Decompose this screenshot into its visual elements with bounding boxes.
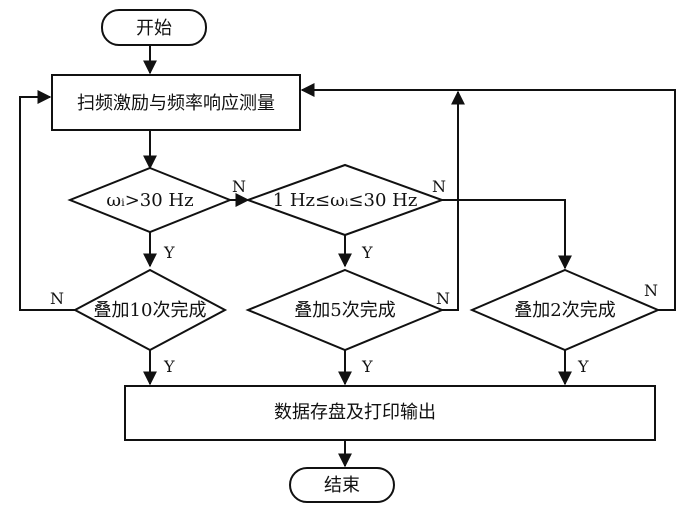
decision-stack-5-label: 叠加5次完成 — [294, 300, 395, 321]
label-no-stack10: N — [50, 289, 64, 308]
decision-stack-5: 叠加5次完成 — [245, 268, 445, 352]
decision-mid-freq: 1 Hz≤ωᵢ≤30 Hz — [245, 163, 445, 237]
start-label: 开始 — [136, 18, 172, 39]
connectors — [19, 45, 676, 468]
branch-labels: N N Y Y N N N Y Y Y — [50, 177, 658, 376]
label-yes-mid: Y — [361, 243, 373, 262]
decision-stack-2-label: 叠加2次完成 — [514, 300, 615, 321]
decision-stack-2: 叠加2次完成 — [469, 268, 661, 352]
label-no-high: N — [232, 177, 246, 196]
label-yes-high: Y — [163, 243, 175, 262]
label-no-mid: N — [432, 177, 446, 196]
end-label: 结束 — [324, 475, 360, 496]
measure-node: 扫频激励与频率响应测量 — [51, 74, 301, 131]
output-label: 数据存盘及打印输出 — [274, 402, 436, 423]
decision-high-freq-label: ωᵢ>30 Hz — [106, 190, 193, 211]
start-node: 开始 — [101, 9, 207, 46]
decision-stack-10: 叠加10次完成 — [72, 268, 228, 352]
label-no-stack5: N — [436, 289, 450, 308]
label-yes-stack10: Y — [163, 357, 175, 376]
label-yes-stack5: Y — [361, 357, 373, 376]
decision-stack-10-label: 叠加10次完成 — [94, 300, 207, 321]
decision-mid-freq-label: 1 Hz≤ωᵢ≤30 Hz — [273, 190, 418, 211]
label-yes-stack2: Y — [577, 357, 589, 376]
label-no-stack2: N — [644, 281, 658, 300]
output-node: 数据存盘及打印输出 — [124, 385, 656, 441]
measure-label: 扫频激励与频率响应测量 — [77, 93, 275, 114]
decision-high-freq: ωᵢ>30 Hz — [67, 166, 233, 234]
end-node: 结束 — [289, 467, 395, 503]
